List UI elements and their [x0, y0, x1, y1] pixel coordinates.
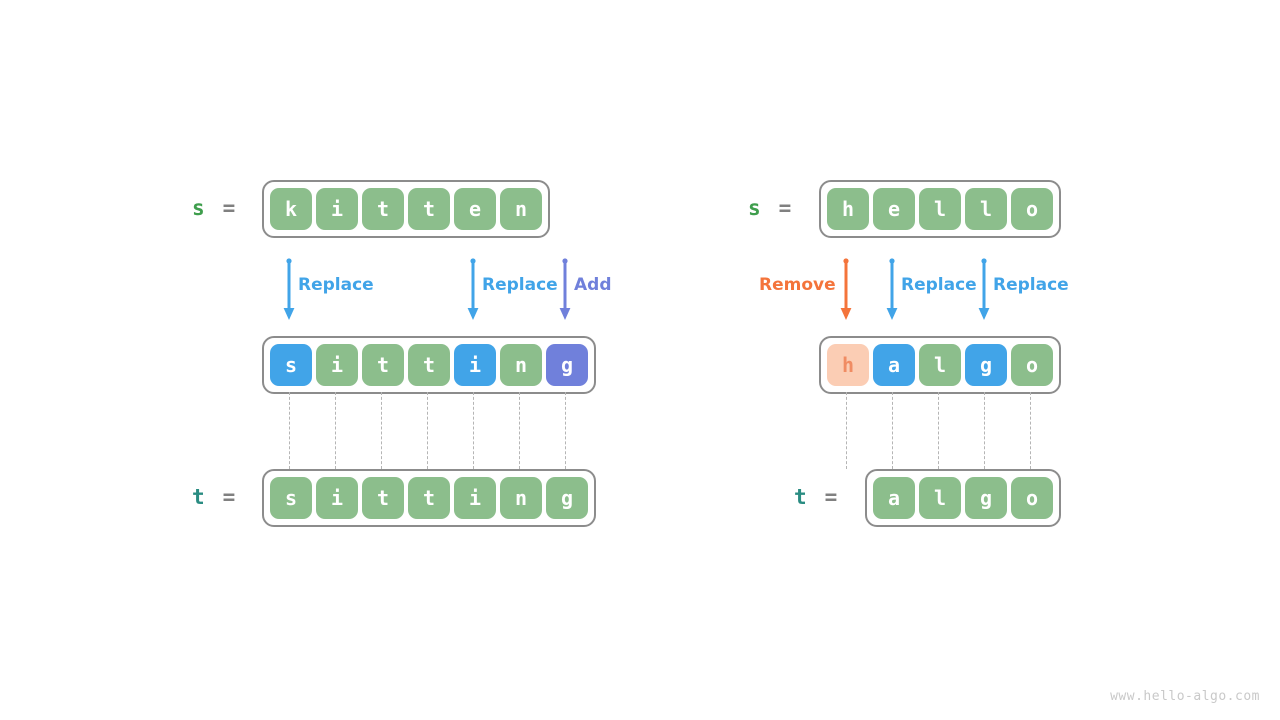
right-target-equals-sign: = — [824, 485, 838, 509]
left-op-arrow-1-replace — [466, 258, 479, 322]
left-source-cell-2: t — [362, 188, 404, 230]
left-source-variable-name: s — [192, 196, 205, 220]
right-source-cell-1: e — [873, 188, 915, 230]
right-source-cell-4: o — [1011, 188, 1053, 230]
left-connector-0 — [289, 392, 290, 469]
left-op-label-2-add: Add — [574, 275, 612, 295]
left-result-cell-0: s — [270, 344, 312, 386]
right-target-variable-name: t — [794, 485, 807, 509]
right-source-cell-3: l — [965, 188, 1007, 230]
left-op-label-0-replace: Replace — [298, 275, 374, 295]
left-result-cell-2: t — [362, 344, 404, 386]
right-connector-2 — [984, 392, 985, 469]
right-source-variable-name: s — [748, 196, 761, 220]
left-connector-3 — [427, 392, 428, 469]
right-connector-0 — [892, 392, 893, 469]
left-source-cell-4: e — [454, 188, 496, 230]
right-op-arrow-2-replace — [977, 258, 990, 322]
left-connector-6 — [565, 392, 566, 469]
left-target-cell-6: g — [546, 477, 588, 519]
right-target-cell-0: a — [873, 477, 915, 519]
right-source-variable-label: s = — [748, 196, 791, 220]
right-target-cell-1: l — [919, 477, 961, 519]
right-op-label-2-replace: Replace — [993, 275, 1069, 295]
left-connector-2 — [381, 392, 382, 469]
right-result-cell-2: l — [919, 344, 961, 386]
left-op-label-1-replace: Replace — [482, 275, 558, 295]
left-target-cell-4: i — [454, 477, 496, 519]
left-result-cell-4: i — [454, 344, 496, 386]
right-op-label-0-remove: Remove — [759, 275, 836, 295]
left-result-cell-5: n — [500, 344, 542, 386]
right-result-cell-4: o — [1011, 344, 1053, 386]
left-result-cell-3: t — [408, 344, 450, 386]
left-result-cell-1: i — [316, 344, 358, 386]
right-source-cell-0: h — [827, 188, 869, 230]
left-target-cell-2: t — [362, 477, 404, 519]
right-op-arrow-0-remove — [839, 258, 852, 322]
right-source-equals-sign: = — [778, 196, 792, 220]
watermark-text: www.hello-algo.com — [1110, 689, 1260, 704]
right-target-cell-3: o — [1011, 477, 1053, 519]
right-connector-extra-0 — [846, 392, 847, 469]
right-target-cell-2: g — [965, 477, 1007, 519]
left-target-variable-label: t = — [192, 485, 235, 509]
left-source-equals-sign: = — [222, 196, 236, 220]
right-result-cell-0: h — [827, 344, 869, 386]
right-result-cell-3: g — [965, 344, 1007, 386]
left-target-equals-sign: = — [222, 485, 236, 509]
left-source-variable-label: s = — [192, 196, 235, 220]
left-connector-5 — [519, 392, 520, 469]
left-connector-4 — [473, 392, 474, 469]
right-connector-3 — [1030, 392, 1031, 469]
right-connector-1 — [938, 392, 939, 469]
left-source-cell-0: k — [270, 188, 312, 230]
left-target-cell-1: i — [316, 477, 358, 519]
right-target-variable-label: t = — [794, 485, 837, 509]
left-source-cell-3: t — [408, 188, 450, 230]
left-target-variable-name: t — [192, 485, 205, 509]
left-source-cell-1: i — [316, 188, 358, 230]
left-target-cell-3: t — [408, 477, 450, 519]
left-result-cell-6: g — [546, 344, 588, 386]
right-op-arrow-1-replace — [885, 258, 898, 322]
right-source-cell-2: l — [919, 188, 961, 230]
left-connector-1 — [335, 392, 336, 469]
left-target-cell-5: n — [500, 477, 542, 519]
right-result-cell-1: a — [873, 344, 915, 386]
left-op-arrow-2-add — [558, 258, 571, 322]
left-target-cell-0: s — [270, 477, 312, 519]
right-op-label-1-replace: Replace — [901, 275, 977, 295]
left-op-arrow-0-replace — [282, 258, 295, 322]
left-source-cell-5: n — [500, 188, 542, 230]
